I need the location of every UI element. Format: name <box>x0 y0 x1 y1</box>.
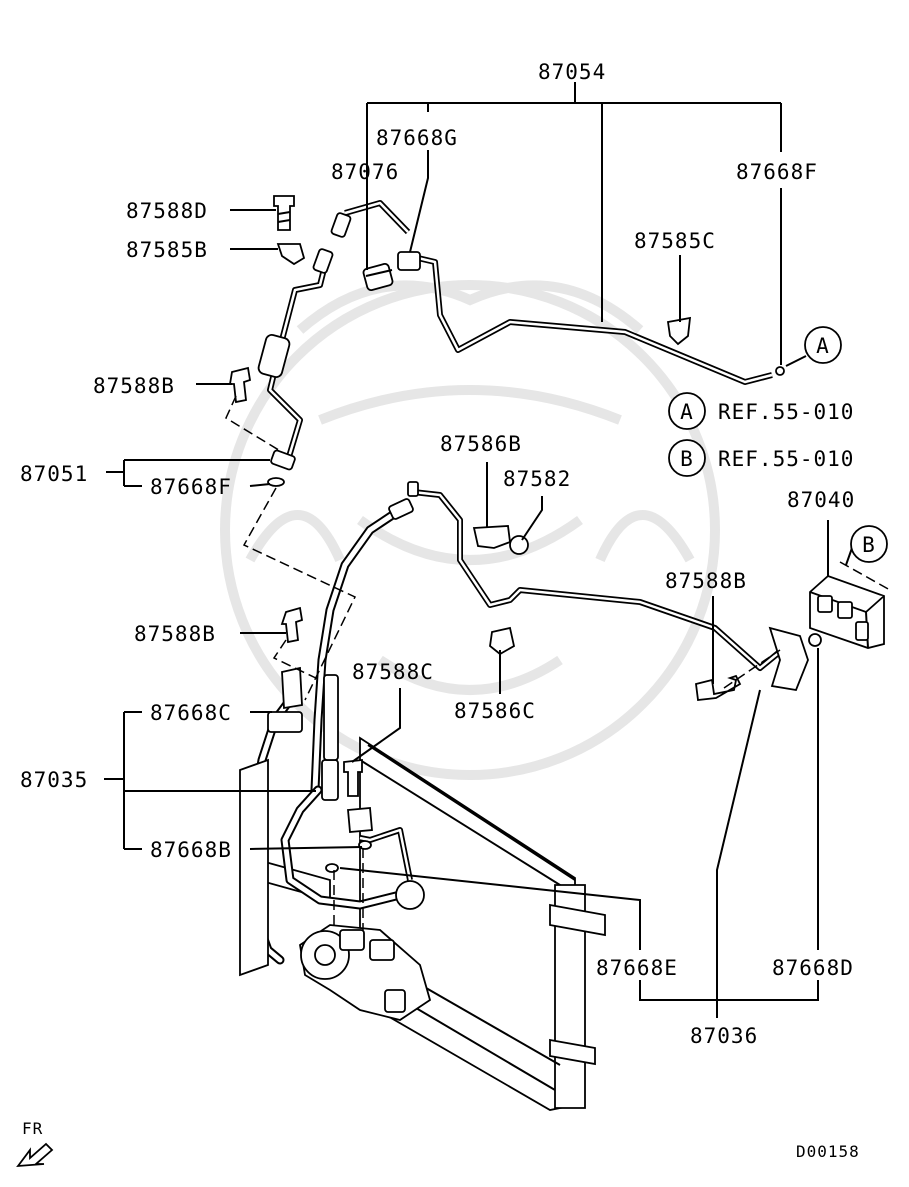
label-87668c: 87668C <box>150 701 232 725</box>
label-87036: 87036 <box>690 1024 758 1048</box>
label-87054: 87054 <box>538 60 606 84</box>
ref-marker-b: B <box>850 525 888 563</box>
watermark-logo <box>220 280 720 780</box>
label-87588b-right: 87588B <box>665 569 747 593</box>
label-87588c: 87588C <box>352 660 434 684</box>
label-87035: 87035 <box>20 768 88 792</box>
label-87668f-top: 87668F <box>736 160 818 184</box>
diagram-code: D00158 <box>796 1142 860 1161</box>
ref-marker-b-letter: B <box>862 533 876 557</box>
label-87588d: 87588D <box>126 199 208 223</box>
front-direction-indicator: FR <box>16 1119 54 1168</box>
label-87582: 87582 <box>503 467 571 491</box>
label-87588b-left: 87588B <box>134 622 216 646</box>
label-87051: 87051 <box>20 462 88 486</box>
label-87668b: 87668B <box>150 838 232 862</box>
label-87668f-mid: 87668F <box>150 475 232 499</box>
reference-legend: A REF.55-010 B REF.55-010 <box>668 392 854 477</box>
compressor-assembly <box>239 606 432 1021</box>
label-87076: 87076 <box>331 160 399 184</box>
dashed-guides <box>225 395 891 930</box>
fr-label: FR <box>22 1119 43 1138</box>
ref-marker-a: A <box>804 326 842 364</box>
label-87588b-top: 87588B <box>93 374 175 398</box>
label-87668g: 87668G <box>376 126 458 150</box>
middle-pipe-assembly <box>310 481 822 795</box>
label-87585b: 87585B <box>126 238 208 262</box>
receiver-drier <box>809 574 885 649</box>
label-87668d: 87668D <box>772 956 854 980</box>
fr-arrow-icon <box>16 1142 54 1168</box>
label-87585c: 87585C <box>634 229 716 253</box>
label-87586b: 87586B <box>440 432 522 456</box>
ref-marker-a-letter: A <box>816 334 830 358</box>
legend-a-text: REF.55-010 <box>718 400 854 424</box>
legend-a-letter: A <box>680 400 694 424</box>
legend-b-text: REF.55-010 <box>718 447 854 471</box>
label-87040: 87040 <box>787 488 855 512</box>
leader-lines <box>104 82 853 1018</box>
label-87586c: 87586C <box>454 699 536 723</box>
part-labels: 87054 87668G 87076 87668F 87588D 87585B … <box>20 60 855 1048</box>
upper-pipe-assembly <box>228 195 785 487</box>
legend-b-letter: B <box>680 447 694 471</box>
label-87668e: 87668E <box>596 956 678 980</box>
